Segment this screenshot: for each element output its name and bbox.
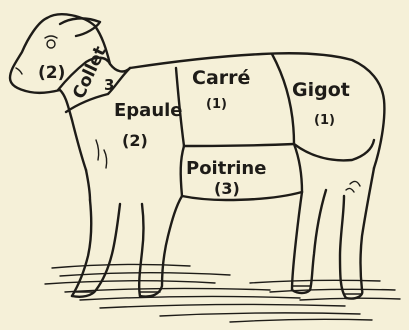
cut-label-epaule-name: Epaule: [114, 100, 183, 121]
body-outline: [10, 14, 384, 298]
cut-label-gigot-name: Gigot: [292, 79, 350, 101]
cut-label-carre-name: Carré: [192, 67, 250, 89]
cut-label-head-grade: (2): [38, 63, 65, 83]
cut-label-poitrine-grade: (3): [214, 179, 240, 198]
cut-label-poitrine-name: Poitrine: [186, 158, 266, 179]
cut-label-collet-grade: 3: [104, 76, 114, 94]
cut-labels: (2) Collet 3 Epaule (2) Carré (1) Gigot …: [38, 43, 350, 198]
cut-label-gigot-grade: (1): [314, 113, 335, 128]
cut-label-epaule-grade: (2): [122, 131, 148, 150]
cut-label-carre-grade: (1): [206, 97, 227, 112]
ground-hatching: [45, 264, 400, 322]
